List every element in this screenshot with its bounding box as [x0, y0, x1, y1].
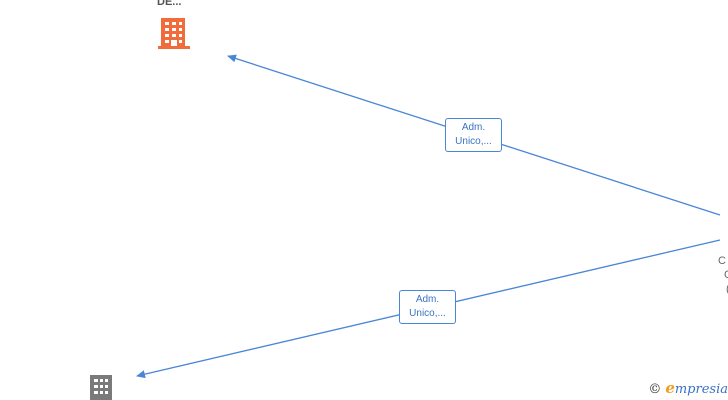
edge-label-bottom[interactable]: Adm. Unico,... — [399, 290, 456, 324]
edge-label-top[interactable]: Adm. Unico,... — [445, 118, 502, 152]
copyright-icon: © — [648, 382, 662, 397]
edge-label-line: Unico,... — [409, 308, 446, 319]
building-icon[interactable] — [158, 18, 190, 49]
brand-watermark: ©empresia — [648, 379, 728, 397]
brand-logo-initial: e — [665, 379, 675, 397]
edge-label-line: Adm. — [415, 294, 440, 305]
right-node-line: C — [724, 269, 728, 281]
brand-name: mpresia — [674, 382, 728, 397]
company-label[interactable]: DE... — [157, 0, 182, 8]
right-node-text[interactable]: C C ( — [718, 254, 728, 296]
right-node-line: C — [718, 255, 726, 267]
building-icon[interactable] — [90, 375, 112, 400]
right-node-line: ( — [718, 282, 728, 296]
edge-label-line: Adm. — [461, 122, 486, 133]
edge-label-line: Unico,... — [455, 136, 492, 147]
